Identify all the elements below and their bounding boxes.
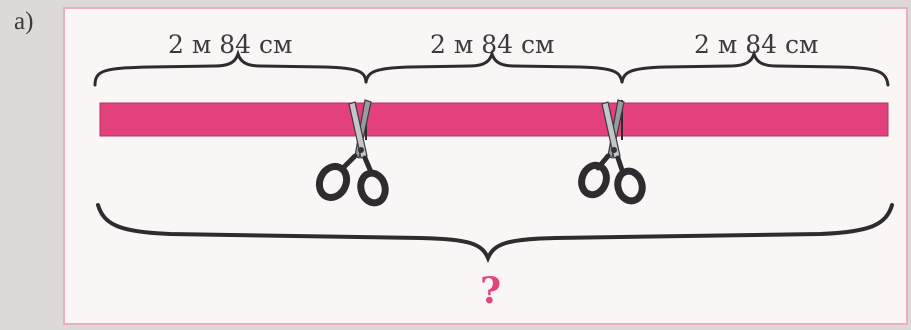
segment-brace-2 bbox=[366, 54, 622, 82]
total-brace bbox=[98, 205, 892, 258]
segment-brace-1 bbox=[95, 54, 366, 85]
ribbon bbox=[100, 103, 888, 136]
unknown-total-question-mark: ? bbox=[480, 270, 501, 312]
segment-brace-3 bbox=[622, 54, 888, 85]
